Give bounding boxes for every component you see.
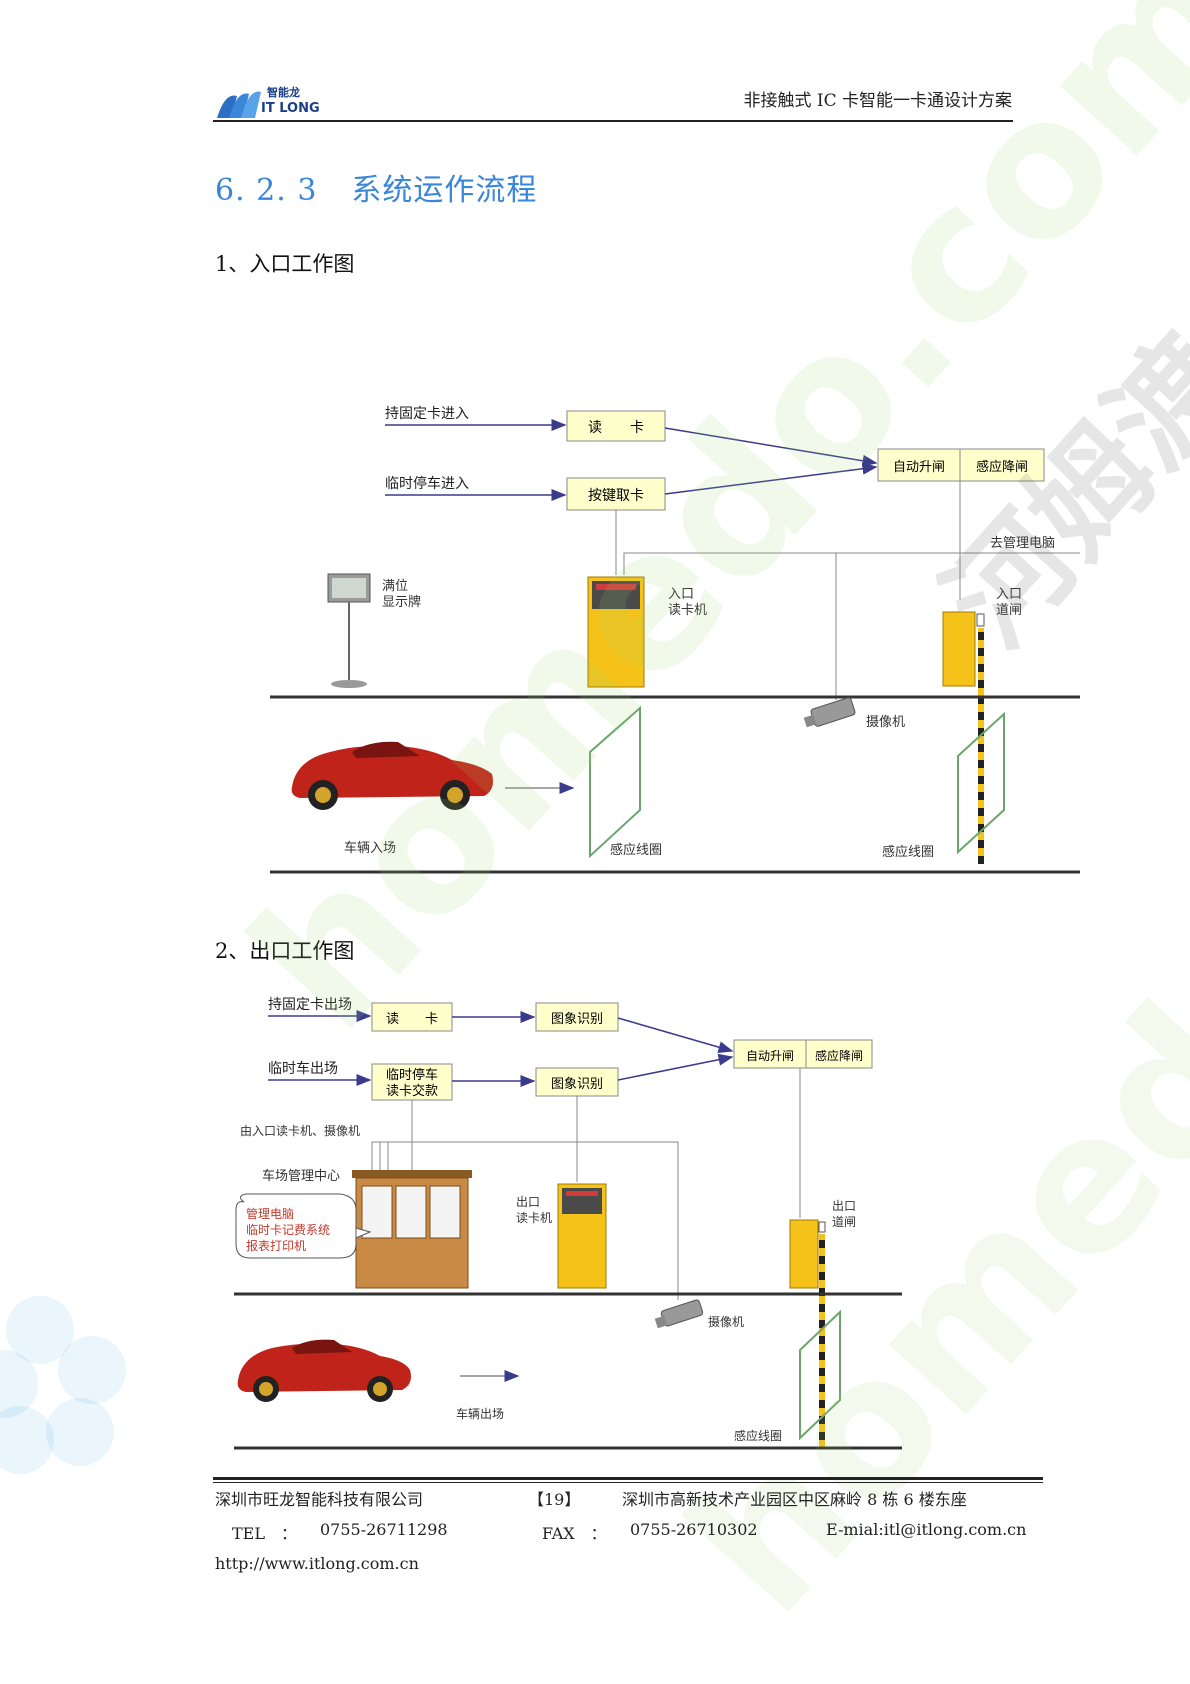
entry-vehicle-label: 车辆入场 [344, 840, 396, 856]
entry-diagram: 持固定卡进入 临时停车进入 读 卡 按键取卡 自动升闸 感应降闸 去管理电脑 满… [270, 406, 1080, 874]
exit-auto-raise-text: 自动升闸 [746, 1049, 794, 1063]
exit-gate-label-2: 道闸 [832, 1215, 856, 1229]
entry-gate-label-2: 道闸 [996, 603, 1022, 618]
exit-gate-label-1: 出口 [832, 1199, 856, 1213]
exit-temp-pay-box [371, 1063, 453, 1101]
entry-loop-label-1: 感应线圈 [610, 842, 662, 858]
exit-temp-pay-text-2: 读卡交款 [386, 1083, 438, 1099]
full-display-label-2: 显示牌 [382, 594, 421, 610]
footer-rule-thick [213, 1477, 1043, 1480]
exit-barrier-gate-box [789, 1219, 819, 1289]
pc-callout-bubble [235, 1193, 372, 1259]
entry-wire-camera [623, 552, 837, 700]
entry-read-card-text: 读 卡 [588, 419, 644, 436]
exit-sense-lower-text: 感应降闸 [815, 1048, 863, 1063]
exit-camera-label: 摄像机 [708, 1314, 744, 1329]
entry-gate-light [976, 613, 985, 627]
footer-company: 深圳市旺龙智能科技有限公司 [215, 1490, 424, 1509]
exit-temp-car-label: 临时车出场 [268, 1060, 338, 1077]
exit-loop-label: 感应线圈 [734, 1428, 782, 1443]
entry-to-pc-label: 去管理电脑 [990, 536, 1055, 551]
exit-image-recog-text-2: 图象识别 [551, 1077, 603, 1092]
footer-fax: 0755-26710302 [630, 1520, 758, 1539]
exit-sense-lower-box [805, 1039, 873, 1069]
entry-barrier-arm [978, 628, 984, 864]
section-number: 6. 2. 3 [215, 173, 318, 208]
footer-email[interactable]: E-mial:itl@itlong.com.cn [826, 1520, 1027, 1539]
exit-from-entry-label: 由入口读卡机、摄像机 [240, 1123, 360, 1138]
exit-reader-label-1: 出口 [516, 1195, 540, 1209]
entry-barrier-gate-box [942, 611, 976, 687]
entry-loop-label-2: 感应线圈 [882, 844, 934, 860]
exit-vehicle-label: 车辆出场 [456, 1406, 504, 1421]
entry-loop-2 [957, 711, 1005, 855]
entry-gate-label-1: 入口 [996, 587, 1022, 602]
entry-auto-raise-text: 自动升闸 [893, 460, 945, 475]
booth-window-3 [429, 1185, 461, 1239]
document-header-title: 非接触式 IC 卡智能一卡通设计方案 [743, 91, 1012, 111]
exit-auto-raise-box [733, 1039, 807, 1069]
footer-fax-label: FAX ： [542, 1524, 607, 1543]
exit-card-reader-led [566, 1191, 598, 1196]
footer-address: 深圳市高新技术产业园区中区麻岭 8 栋 6 楼东座 [622, 1490, 967, 1509]
entry-camera-icon [803, 697, 856, 728]
callout-label-1: 管理电脑 [246, 1206, 294, 1221]
entry-sense-lower-box [959, 448, 1045, 482]
entry-fixed-card-label: 持固定卡进入 [385, 406, 469, 422]
exit-image1-to-gate-arrow [617, 1017, 734, 1054]
footer-rule-thin [213, 1482, 1043, 1483]
exit-camera-icon [654, 1299, 704, 1329]
logo-en-text: IT LONG [261, 101, 320, 116]
footer-page-number: 【19】 [528, 1490, 581, 1509]
entry-loop-1 [589, 705, 641, 859]
exit-diagram-heading: 2、出口工作图 [215, 939, 355, 963]
exit-image-recog-box-1 [535, 1002, 619, 1032]
full-display-label-1: 满位 [382, 579, 408, 594]
header-rule [213, 120, 1013, 122]
footer-website-link[interactable]: http://www.itlong.com.cn [215, 1554, 419, 1573]
exit-gate-light [818, 1221, 826, 1233]
entry-reader-label-2: 读卡机 [668, 603, 707, 618]
entry-press-button-text: 按键取卡 [588, 488, 644, 504]
callout-label-2: 临时卡记费系统 [246, 1223, 330, 1237]
entry-sense-lower-text: 感应降闸 [976, 459, 1028, 475]
exit-image-recog-text-1: 图象识别 [551, 1012, 603, 1027]
logo-swoosh-3 [241, 91, 261, 118]
entry-temp-parking-label: 临时停车进入 [385, 475, 469, 492]
exit-temp-pay-text-1: 临时停车 [386, 1067, 438, 1083]
logo-cn-text: 智能龙 [267, 85, 300, 99]
exit-car-icon [237, 1339, 411, 1402]
entry-button-to-gate-arrow [664, 462, 878, 495]
exit-image2-to-gate-arrow [617, 1053, 734, 1081]
exit-read-card-box [371, 1002, 453, 1032]
exit-read-card-text: 读 卡 [386, 1012, 438, 1027]
exit-diagram: 持固定卡出场 临时车出场 读 卡 临时停车 读卡交款 图象识别 图象识别 自动升… [234, 997, 902, 1450]
entry-read-to-gate-arrow [664, 427, 878, 467]
entry-car-icon [291, 741, 493, 810]
callout-label-3: 报表打印机 [246, 1238, 306, 1253]
full-display-screen [332, 578, 366, 598]
booth-window-1 [361, 1185, 393, 1239]
entry-reader-label-1: 入口 [668, 587, 694, 602]
exit-wire-camera [371, 1141, 679, 1300]
entry-diagram-heading: 1、入口工作图 [215, 252, 355, 276]
entry-read-card-box [566, 410, 666, 442]
exit-fixed-card-label: 持固定卡出场 [268, 997, 352, 1013]
itlong-logo: 智能龙 IT LONG [217, 85, 320, 118]
section-heading: 6. 2. 3 系统运作流程 [215, 165, 537, 209]
exit-center-label: 车场管理中心 [262, 1168, 340, 1184]
full-display-base [331, 680, 367, 688]
footer-tel: 0755-26711298 [320, 1520, 448, 1539]
footer-tel-label: TEL ： [232, 1524, 297, 1543]
booth-window-2 [395, 1185, 427, 1239]
booth-roof [352, 1170, 472, 1178]
entry-camera-label: 摄像机 [866, 715, 905, 730]
section-title: 系统运作流程 [351, 173, 538, 208]
exit-reader-label-2: 读卡机 [516, 1211, 552, 1225]
entry-card-reader-led [596, 584, 636, 590]
exit-image-recog-box-2 [535, 1067, 619, 1097]
exit-loop [799, 1309, 841, 1441]
exit-barrier-arm [819, 1234, 825, 1448]
